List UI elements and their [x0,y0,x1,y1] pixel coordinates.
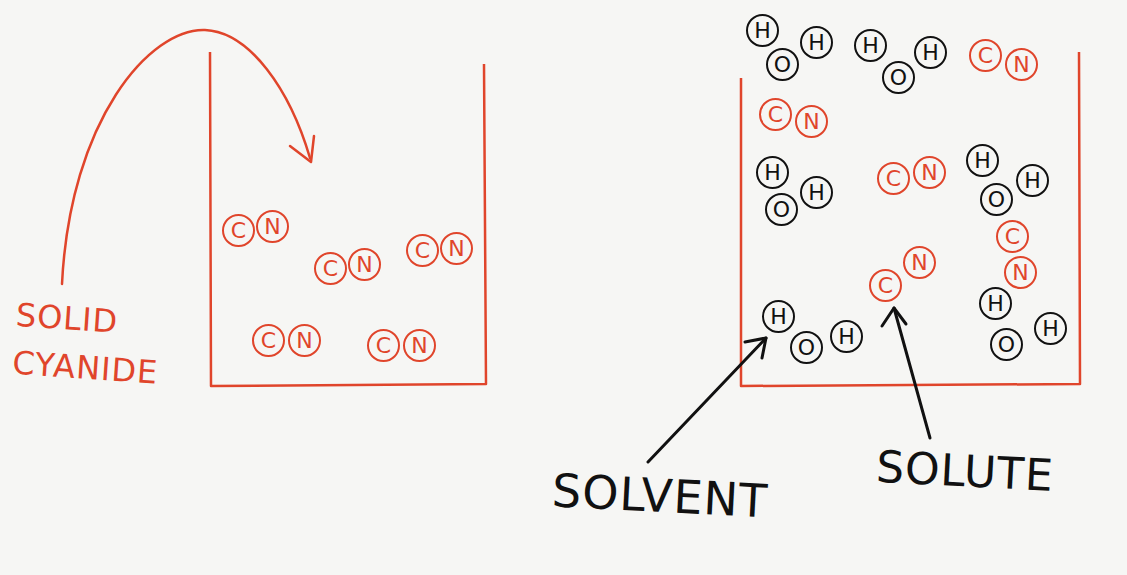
atom-letter: O [774,54,791,76]
atom-letter: O [890,67,907,89]
atom-circle: C [222,214,255,247]
atom-letter: N [411,335,427,357]
solute-label: SOLUTE [875,440,1117,506]
atom-letter: N [921,162,937,184]
atom-circle: O [980,183,1013,216]
atom-letter: C [323,258,338,280]
atom-letter: N [264,216,280,238]
atom-letter: C [231,220,246,242]
atom-circle: H [1034,312,1067,345]
atom-circle: C [759,98,792,131]
atom-letter: H [808,32,825,54]
atom-letter: N [1012,262,1028,284]
atom-letter: H [1042,318,1059,340]
atom-circle: H [1016,164,1049,197]
beaker-outline [741,52,1080,386]
atom-letter: O [988,189,1005,211]
atom-letter: H [754,20,771,42]
pour-arrow [62,30,310,284]
atom-circle: C [252,324,285,357]
atom-circle: N [348,248,381,281]
atom-circle: H [756,156,789,189]
leader-line [894,308,930,438]
atom-letter: C [768,104,783,126]
atom-circle: O [766,48,799,81]
atom-circle: H [854,29,887,62]
atom-circle: N [1004,256,1037,289]
atom-letter: N [296,330,312,352]
atom-letter: H [764,162,781,184]
atom-circle: C [969,39,1002,72]
atom-letter: N [356,254,372,276]
atom-letter: C [376,335,391,357]
material-label: SOLID CYANIDE [11,291,227,401]
arrow-head [290,136,314,162]
label-text: SOLVENT [551,463,770,528]
solvent-label: SOLVENT [551,462,854,534]
atom-circle: H [762,300,795,333]
atom-circle: H [830,320,863,353]
atom-circle: N [288,324,321,357]
atom-letter: N [911,252,927,274]
atom-circle: N [1005,48,1038,81]
atom-circle: N [903,246,936,279]
atom-letter: H [838,326,855,348]
label-text: SOLUTE [875,441,1055,501]
atom-circle: H [966,144,999,177]
atom-letter: H [974,150,991,172]
atom-circle: H [800,176,833,209]
atom-circle: C [869,269,902,302]
atom-circle: N [256,210,289,243]
atom-circle: C [314,252,347,285]
atom-letter: O [798,337,815,359]
atom-circle: N [913,156,946,189]
atom-circle: N [795,105,828,138]
atom-letter: N [448,238,464,260]
label-text: SOLID CYANIDE [11,296,159,392]
atom-letter: H [808,182,825,204]
atom-circle: H [979,287,1012,320]
atom-letter: C [886,168,901,190]
atom-circle: C [996,220,1029,253]
atom-letter: H [922,42,939,64]
atom-circle: N [440,232,473,265]
atom-circle: O [990,328,1023,361]
atom-letter: C [978,45,993,67]
atom-circle: H [914,36,947,69]
atom-circle: H [746,14,779,47]
atom-letter: H [1024,170,1041,192]
atom-circle: O [882,61,915,94]
atom-circle: C [406,234,439,267]
atom-letter: N [803,111,819,133]
atom-letter: H [862,35,879,57]
atom-circle: C [877,162,910,195]
atom-letter: H [770,306,787,328]
atom-circle: N [403,329,436,362]
atom-circle: O [790,331,823,364]
atom-letter: H [987,293,1004,315]
atom-circle: H [800,26,833,59]
arrow-head [745,338,766,358]
arrow-head [882,308,906,326]
atom-circle: C [367,329,400,362]
atom-letter: N [1013,54,1029,76]
atom-circle: O [765,193,798,226]
atom-letter: C [261,330,276,352]
atom-letter: C [878,275,893,297]
atom-letter: C [415,240,430,262]
leader-line [648,338,766,462]
atom-letter: O [773,199,790,221]
atom-letter: C [1005,226,1020,248]
beaker-outline [210,52,486,386]
atom-letter: O [998,334,1015,356]
